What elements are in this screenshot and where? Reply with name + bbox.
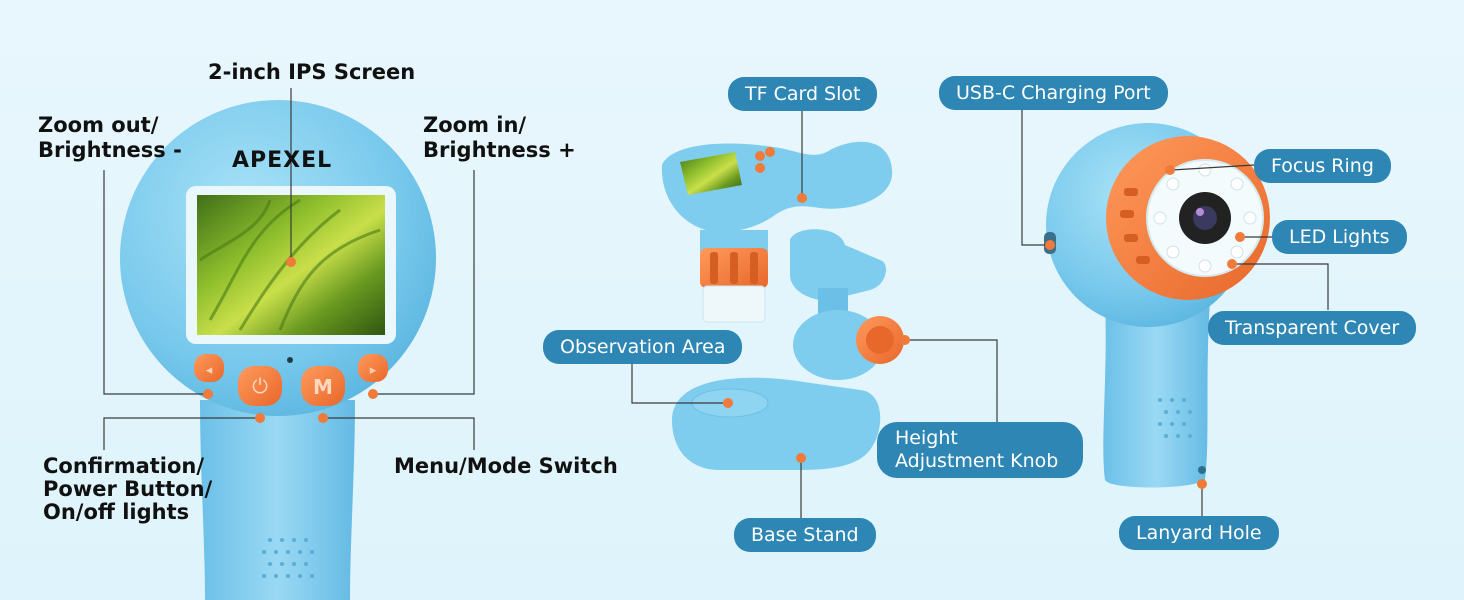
middle-markers [723,193,910,463]
screen-label: 2-inch IPS Screen [208,60,416,84]
middle-device [631,110,998,518]
led-ring [1153,163,1257,273]
tf-card-slot-callout: TF Card Slot [728,77,878,111]
transparent-cover-callout: Transparent Cover [1208,311,1417,345]
menu-button[interactable]: M [301,366,345,406]
right-handle [1103,300,1210,488]
menu-mode-label: Menu/Mode Switch [394,454,618,478]
zoom-out-label: Zoom out/ Brightness - [38,113,182,162]
right-leader-lines [1021,110,1329,517]
svg-text:⏻: ⏻ [252,374,268,398]
left-leader-lines [103,88,475,450]
zoom-in-label: Zoom in/ Brightness + [423,113,576,162]
led-lights-callout: LED Lights [1272,220,1407,254]
device-screen [680,152,742,195]
middle-leader-lines [631,110,998,518]
power-button[interactable]: ⏻ [238,366,282,406]
focus-ring-callout: Focus Ring [1254,149,1391,183]
right-speaker-grille [1158,398,1192,438]
svg-text:M: M [313,375,333,399]
confirmation-label: Confirmation/ Power Button/ On/off light… [43,454,213,524]
transparent-cap-middle [702,285,766,323]
observation-area-callout: Observation Area [543,330,743,364]
brand-logo: APEXEL [232,148,333,173]
right-markers [1045,165,1245,489]
svg-text:◂: ◂ [206,363,213,378]
base-stand-callout: Base Stand [734,518,876,552]
speaker-grille [262,538,314,578]
left-markers [203,257,378,423]
stand-cradle [790,229,886,301]
stand-base [672,377,881,470]
right-device [1021,110,1329,517]
height-knob-graphic [856,316,904,364]
lanyard-hole-callout: Lanyard Hole [1119,516,1279,550]
zoom-out-button[interactable]: ◂ [194,354,224,382]
usb-c-port-callout: USB-C Charging Port [939,76,1168,110]
lens-barrel [700,230,768,252]
height-knob-callout: Height Adjustment Knob [877,422,1083,478]
camera-dot [287,357,293,363]
device-handle [200,400,355,600]
left-device: ◂ ⏻ M ▸ [103,88,475,600]
svg-text:▸: ▸ [370,363,377,378]
lanyard-hole-graphic [1198,466,1206,474]
zoom-in-button[interactable]: ▸ [358,354,388,382]
